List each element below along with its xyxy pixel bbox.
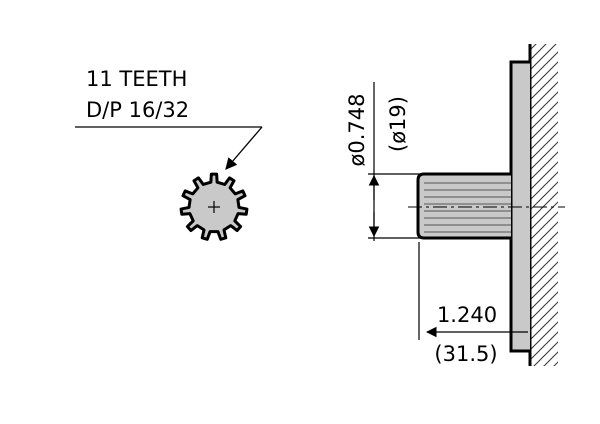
mounting-wall (528, 44, 558, 366)
spline-end-view (179, 172, 249, 241)
spline-tooth-lines (424, 182, 511, 233)
teeth-count-label: 11 TEETH (86, 67, 187, 91)
diameter-inch-label: ø0.748 (345, 94, 369, 167)
center-mark (208, 201, 220, 213)
length-inch-label: 1.240 (437, 303, 497, 327)
teeth-leader (75, 126, 263, 170)
length-dimension (418, 242, 528, 340)
diametral-pitch-label: D/P 16/32 (86, 98, 189, 122)
diameter-dimension (368, 82, 420, 241)
diameter-mm-label: (ø19) (386, 96, 410, 152)
spline-shaft-side (408, 172, 565, 240)
length-mm-label: (31.5) (434, 342, 497, 366)
